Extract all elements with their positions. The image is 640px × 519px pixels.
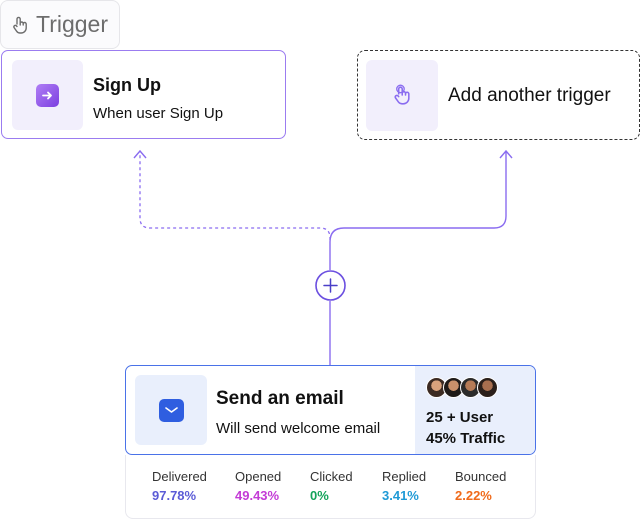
stat-value: 2.22% [455,488,492,503]
signup-subtitle: When user Sign Up [93,105,224,122]
stat-opened: Opened 49.43% [235,469,281,503]
audience-users: 25 + User [426,409,494,426]
signup-trigger-card[interactable]: Sign Up When user Sign Up [1,50,286,139]
stat-value: 3.41% [382,488,419,503]
arrowhead-add [499,149,513,159]
stat-value: 49.43% [235,488,280,503]
audience-panel: 25 + User 45% Traffic [415,366,535,454]
add-trigger-card[interactable]: Add another trigger [357,50,640,140]
stat-value: 0% [310,488,329,503]
mail-icon [159,399,184,422]
avatar [477,377,498,398]
avatar-group [426,377,506,399]
stat-label: Opened [235,469,282,484]
stat-bounced: Bounced 2.22% [455,469,506,503]
add-trigger-label: Add another trigger [448,85,611,106]
send-email-card[interactable]: Send an email Will send welcome email 25… [125,365,536,455]
add-trigger-icon-tile [366,60,438,131]
stat-label: Clicked [310,469,353,484]
arrow-right-icon [36,84,59,107]
stat-delivered: Delivered 97.78% [152,469,207,503]
add-step-button[interactable] [315,270,346,301]
tap-hand-icon [13,16,27,34]
plus-icon [315,270,346,301]
stat-clicked: Clicked 0% [310,469,353,503]
email-subtitle: Will send welcome email [216,420,381,437]
trigger-label: Trigger [36,11,108,37]
audience-traffic: 45% Traffic [426,430,506,447]
email-icon-tile [135,375,207,445]
stat-value: 97.78% [152,488,197,503]
signup-icon-tile [12,60,83,130]
stat-replied: Replied 3.41% [382,469,426,503]
arrowhead-signup [133,149,147,159]
email-stats: Delivered 97.78% Opened 49.43% Clicked 0… [125,455,536,519]
tap-hand-icon [394,84,410,105]
stat-label: Delivered [152,469,207,484]
dashed-connector [139,152,331,240]
stat-label: Replied [382,469,427,484]
stat-label: Bounced [455,469,507,484]
trigger-chip: Trigger [0,0,120,49]
email-title: Send an email [216,388,344,409]
signup-title: Sign Up [93,75,161,95]
solid-connector [329,152,507,270]
